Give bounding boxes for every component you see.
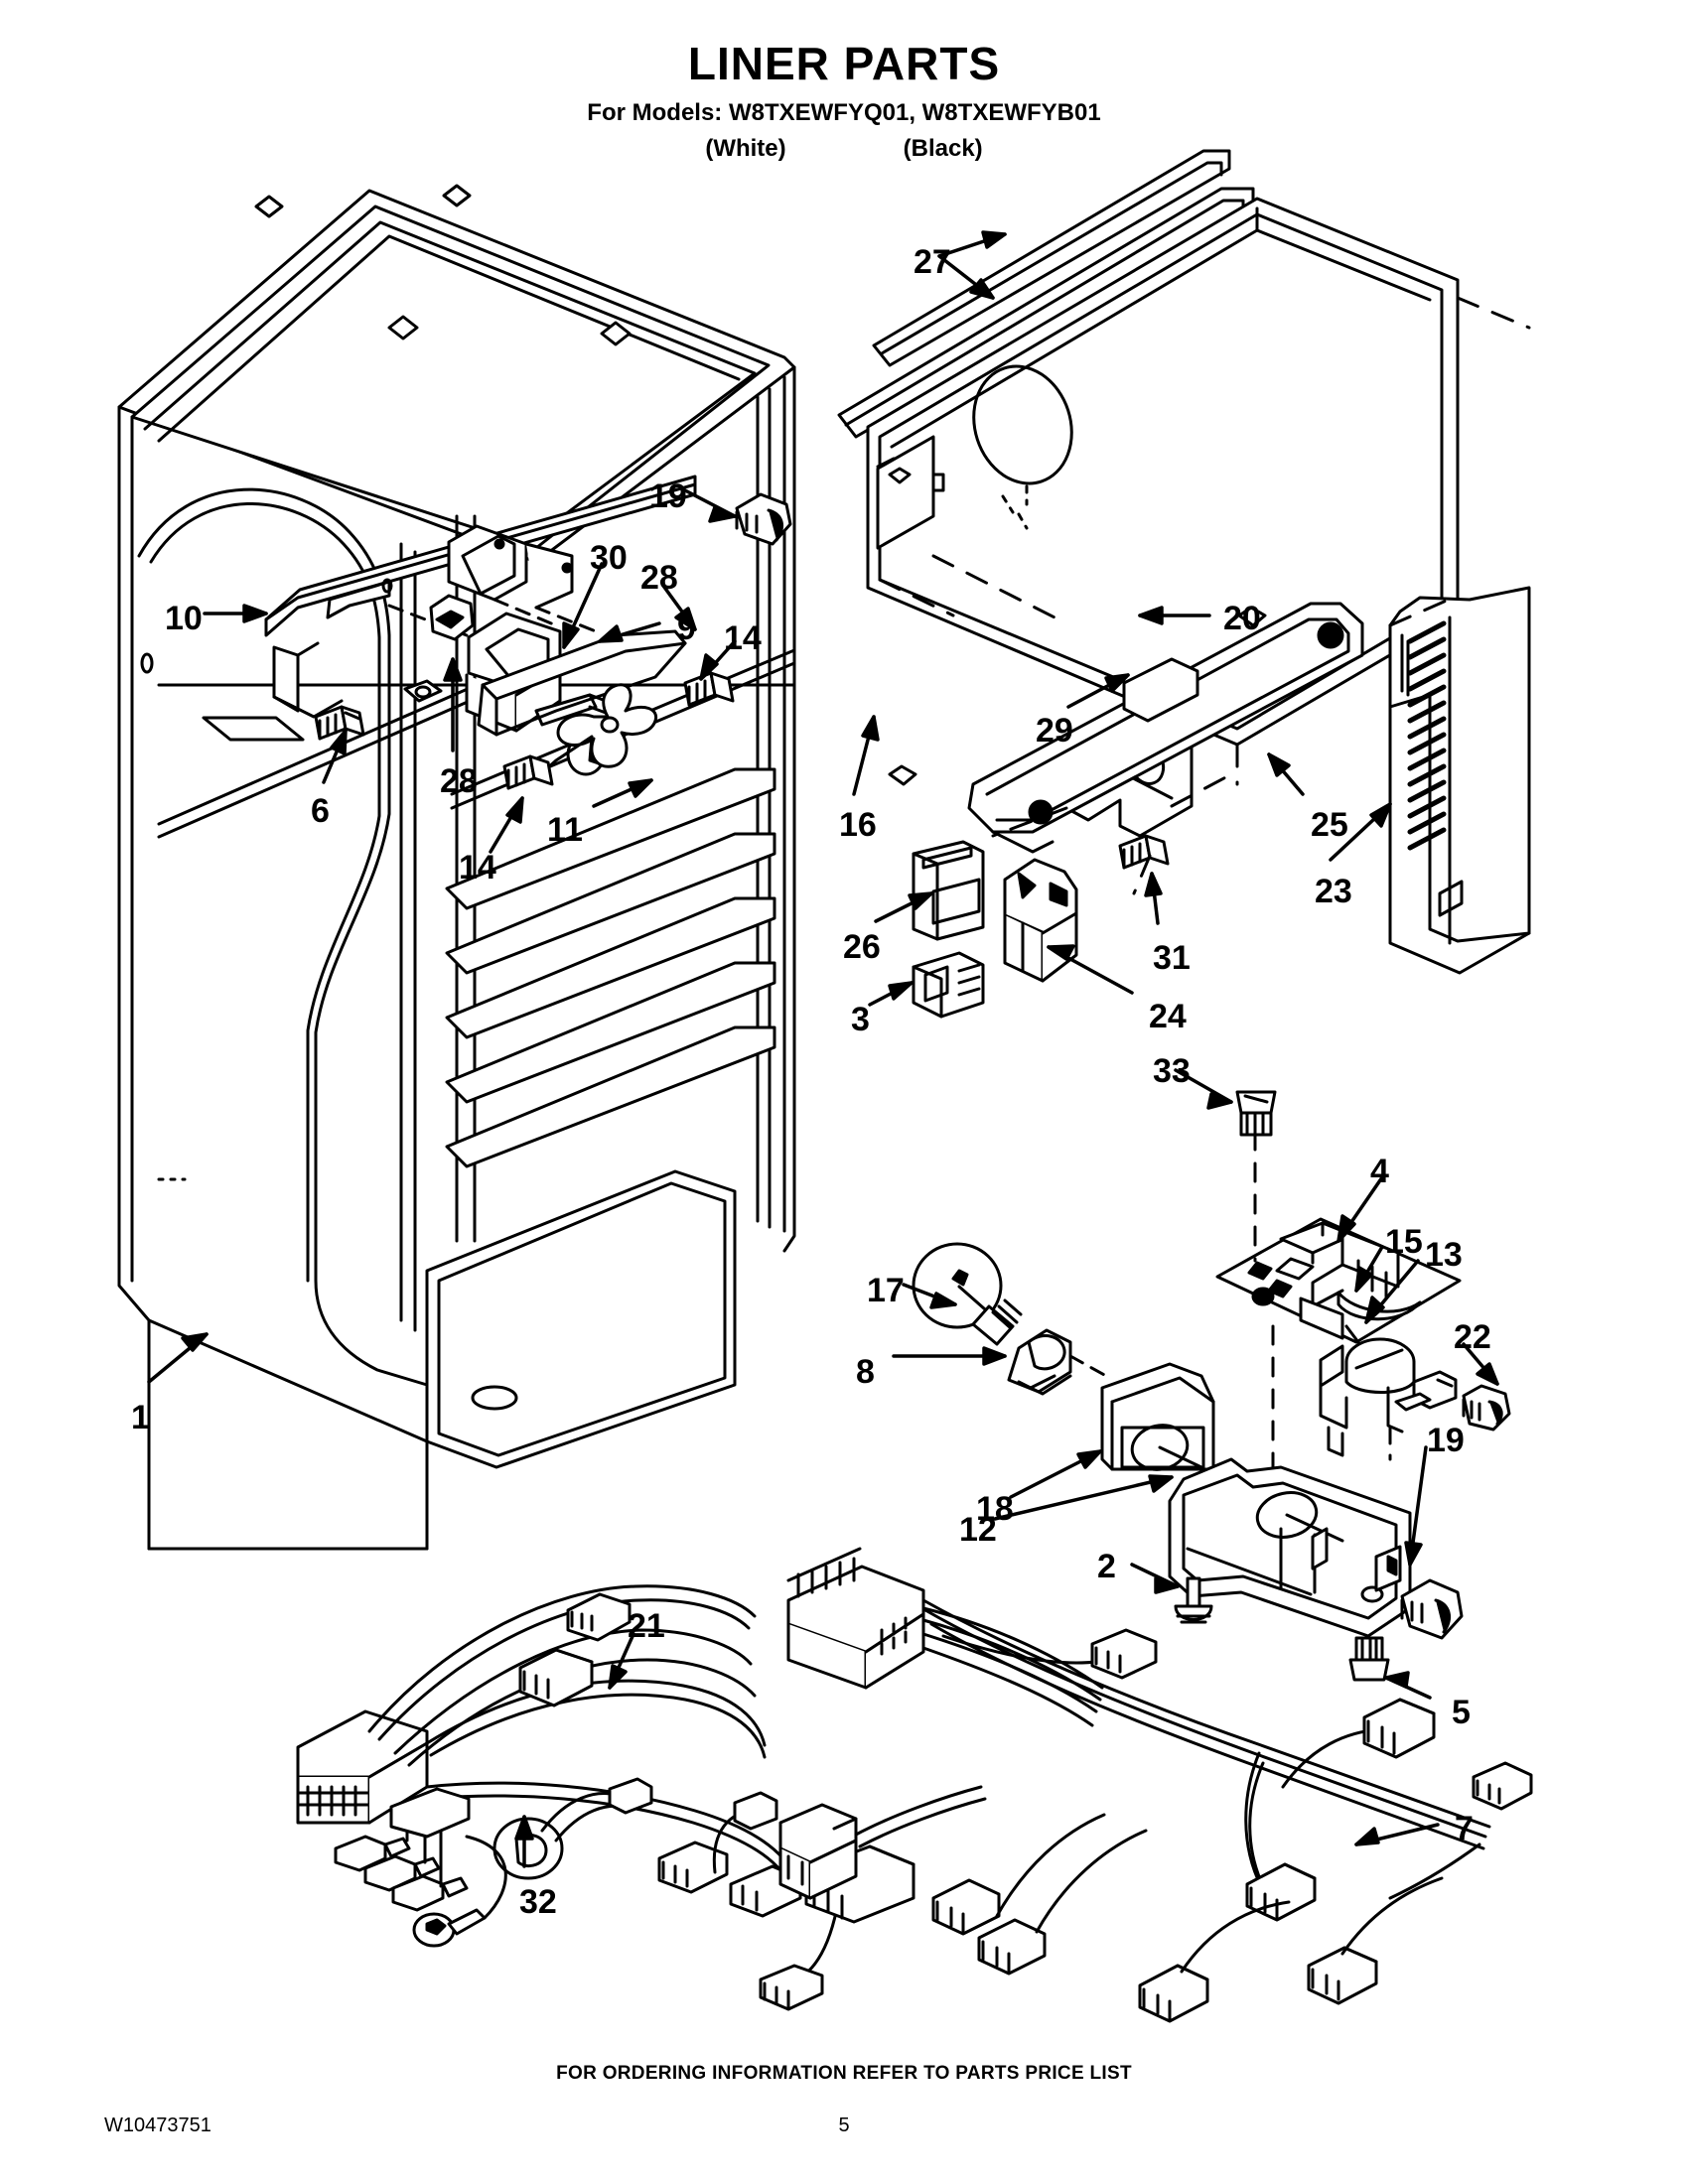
callout-15: 15 (1385, 1223, 1423, 1261)
callout-14b: 14 (459, 849, 496, 887)
callout-leaders (147, 230, 1499, 1868)
color-variants: (White) (Black) (0, 135, 1688, 163)
callout-18: 18 (976, 1490, 1014, 1528)
light-switch (1003, 858, 1078, 983)
diagram-header: LINER PARTS For Models: W8TXEWFYQ01, W8T… (0, 40, 1688, 163)
drip-tray-cover (967, 602, 1364, 854)
terminal-block-group (912, 840, 985, 1019)
callout-8: 8 (856, 1353, 875, 1391)
cabinet-liner-body (117, 184, 796, 1551)
callout-14: 14 (724, 619, 762, 657)
freezer-shelf-group (445, 767, 776, 1168)
light-bulb-assembly (912, 1242, 1108, 1396)
callout-27: 27 (914, 243, 951, 281)
callout-3: 3 (851, 1001, 870, 1038)
main-wire-harness (778, 1547, 1533, 2023)
retainer-clip (1336, 1291, 1422, 1321)
callout-10: 10 (165, 600, 203, 637)
callout-1: 1 (131, 1399, 150, 1436)
callout-20: 20 (1223, 600, 1261, 637)
callout-33: 33 (1153, 1052, 1191, 1090)
callout-4: 4 (1370, 1153, 1389, 1190)
callout-6: 6 (311, 792, 330, 830)
callout-16: 16 (839, 806, 877, 844)
model-numbers: For Models: W8TXEWFYQ01, W8TXEWFYB01 (587, 99, 1101, 127)
page-number: 5 (838, 2115, 850, 2136)
callout-2: 2 (1097, 1548, 1116, 1585)
light-shield-housing (1100, 1362, 1215, 1471)
callout-7: 7 (1455, 1810, 1474, 1847)
callout-21: 21 (628, 1607, 665, 1645)
callout-19: 19 (649, 478, 687, 515)
light-shield-tray (1168, 1457, 1464, 1640)
page-title: LINER PARTS (687, 38, 1001, 89)
rail-bracket-assembly (264, 475, 697, 719)
callout-22: 22 (1454, 1318, 1491, 1356)
air-duct-baffle (1388, 586, 1531, 975)
callout-5: 5 (1452, 1694, 1471, 1731)
liner-wire-harness (296, 1584, 915, 2011)
callout-9: 9 (677, 610, 696, 647)
defrost-timer-thermostat (1319, 1324, 1511, 1461)
ordering-information-note: FOR ORDERING INFORMATION REFER TO PARTS … (556, 2063, 1132, 2084)
callout-28: 28 (640, 559, 678, 597)
document-number: W10473751 (104, 2115, 211, 2136)
assembly-reference-lines (876, 197, 1531, 895)
callout-26: 26 (843, 928, 881, 966)
callout-25: 25 (1311, 806, 1348, 844)
callout-31: 31 (1153, 939, 1191, 977)
wire-clip-top (735, 492, 792, 546)
callout-19b: 19 (1427, 1422, 1465, 1459)
color-white-label: (White) (705, 135, 786, 163)
callout-28b: 28 (440, 762, 478, 800)
callout-24: 24 (1149, 998, 1187, 1035)
callout-30: 30 (590, 539, 628, 577)
callout-29: 29 (1036, 712, 1073, 750)
callout-32: 32 (519, 1883, 557, 1921)
callout-13: 13 (1425, 1236, 1463, 1274)
callout-11: 11 (547, 811, 583, 849)
callout-12: 12 (959, 1511, 997, 1549)
callout-17: 17 (867, 1272, 905, 1309)
callout-23: 23 (1315, 873, 1352, 910)
color-black-label: (Black) (903, 135, 983, 163)
